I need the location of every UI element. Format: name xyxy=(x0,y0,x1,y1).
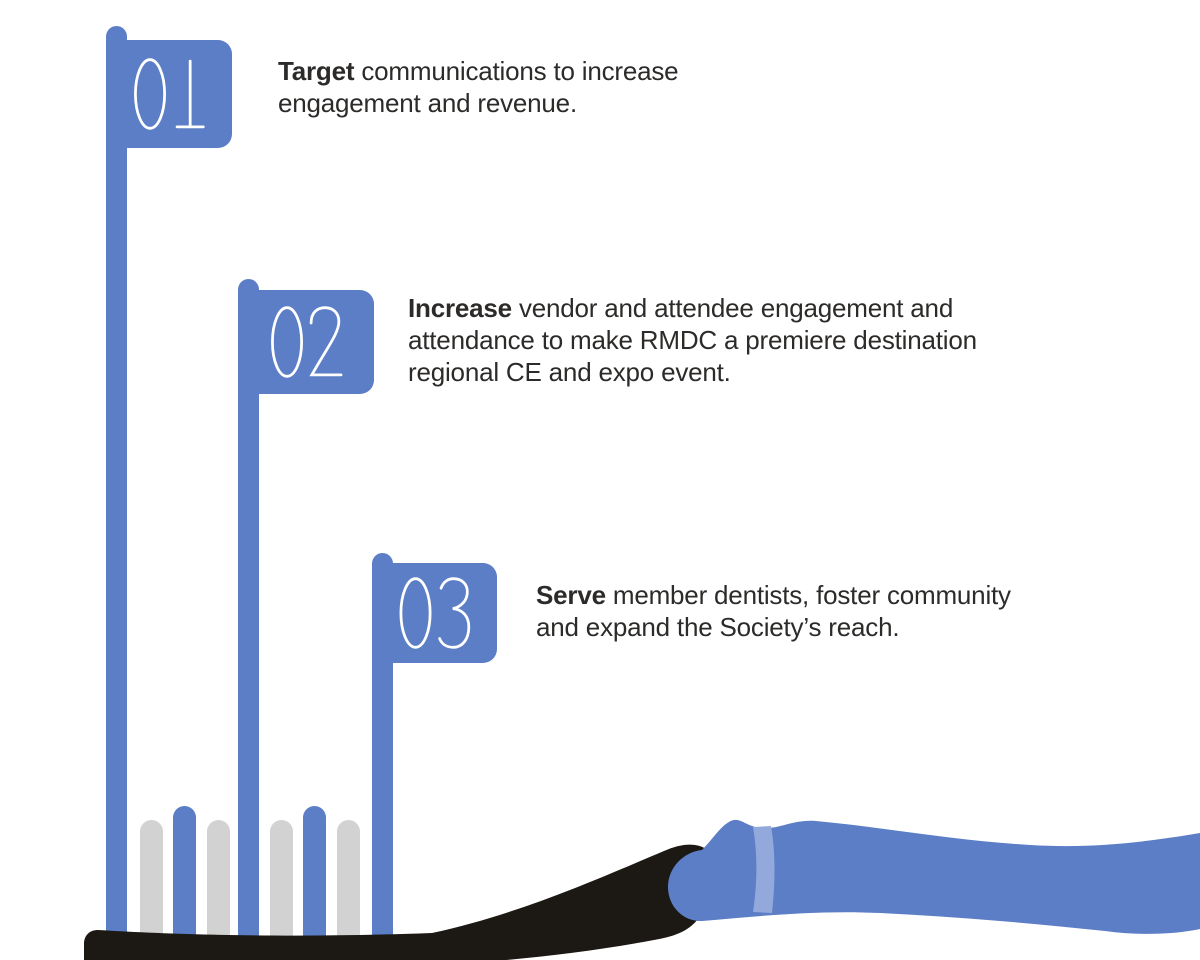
goal-number-01 xyxy=(134,58,205,130)
goal-text-rest: engagement and revenue. xyxy=(278,88,577,118)
brush-bristle-blue xyxy=(302,806,326,952)
brush-bristle-gray xyxy=(270,820,293,952)
goal-text-rest: communications to increase xyxy=(354,56,679,86)
goal-keyword: Serve xyxy=(536,580,606,610)
brush-bristle-gray xyxy=(140,820,163,952)
handle-highlight-band xyxy=(753,826,775,913)
goal-keyword: Target xyxy=(278,56,355,86)
goal-text-line: Increase vendor and attendee engagement … xyxy=(408,292,977,324)
goal-flag-03 xyxy=(372,563,497,663)
brush-bristle-gray xyxy=(336,820,360,952)
goal-text-02: Increase vendor and attendee engagement … xyxy=(408,292,977,388)
goal-keyword: Increase xyxy=(408,293,512,323)
goal-text-line: and expand the Society’s reach. xyxy=(536,611,1011,643)
goal-text-rest: and expand the Society’s reach. xyxy=(536,612,900,642)
goal-flag-01 xyxy=(106,40,232,148)
flag-pole-01 xyxy=(106,26,127,952)
flag-pole-02 xyxy=(238,279,259,952)
goal-text-line: regional CE and expo event. xyxy=(408,356,977,388)
goal-text-rest: regional CE and expo event. xyxy=(408,357,731,387)
goal-text-line: attendance to make RMDC a premiere desti… xyxy=(408,324,977,356)
goal-number-03 xyxy=(399,577,471,649)
goal-text-line: Serve member dentists, foster community xyxy=(536,579,1011,611)
goal-text-rest: member dentists, foster community xyxy=(605,580,1011,610)
goal-number-02 xyxy=(271,306,343,378)
brush-handle-shape xyxy=(668,819,1200,934)
goal-flag-02 xyxy=(238,290,374,394)
goal-text-rest: attendance to make RMDC a premiere desti… xyxy=(408,325,977,355)
goal-text-line: Target communications to increase xyxy=(278,55,679,87)
brush-bristle-gray xyxy=(206,820,230,952)
goal-text-line: engagement and revenue. xyxy=(278,87,678,119)
brush-head-and-neck-shape xyxy=(84,844,713,960)
brush-bristle-blue xyxy=(172,806,196,952)
goal-text-rest: vendor and attendee engagement and xyxy=(511,293,954,323)
